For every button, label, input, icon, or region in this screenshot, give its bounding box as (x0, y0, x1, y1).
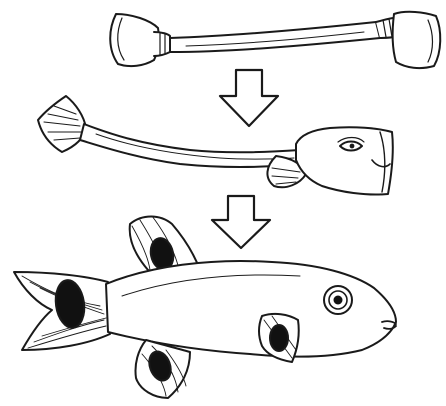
spotted-fish-illustration (14, 216, 396, 398)
down-arrow-icon (212, 196, 270, 248)
curved-tube-body (80, 124, 300, 167)
tube-body (170, 22, 380, 52)
tube-illustration (110, 12, 440, 68)
down-arrow-icon (220, 70, 278, 126)
pectoral-spot (270, 325, 288, 351)
fish-eye-icon (324, 286, 352, 314)
right-bell-end (393, 12, 441, 68)
tube-with-head-illustration (38, 96, 393, 195)
tube-fish-head (296, 127, 393, 194)
